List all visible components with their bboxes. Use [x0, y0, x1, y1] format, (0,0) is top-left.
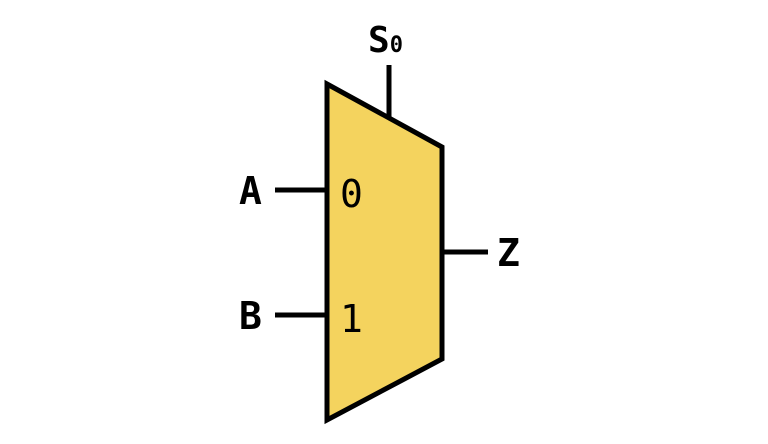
pin-label-0: 0 [340, 172, 363, 216]
input-label-b: B [239, 294, 262, 338]
select-letter: S [368, 20, 390, 61]
select-label: S0 [368, 20, 403, 61]
pin-label-1: 1 [340, 297, 363, 341]
input-label-a: A [239, 169, 262, 213]
output-label-z: Z [497, 231, 520, 275]
select-index: 0 [390, 33, 403, 58]
mux-body [324, 79, 445, 425]
